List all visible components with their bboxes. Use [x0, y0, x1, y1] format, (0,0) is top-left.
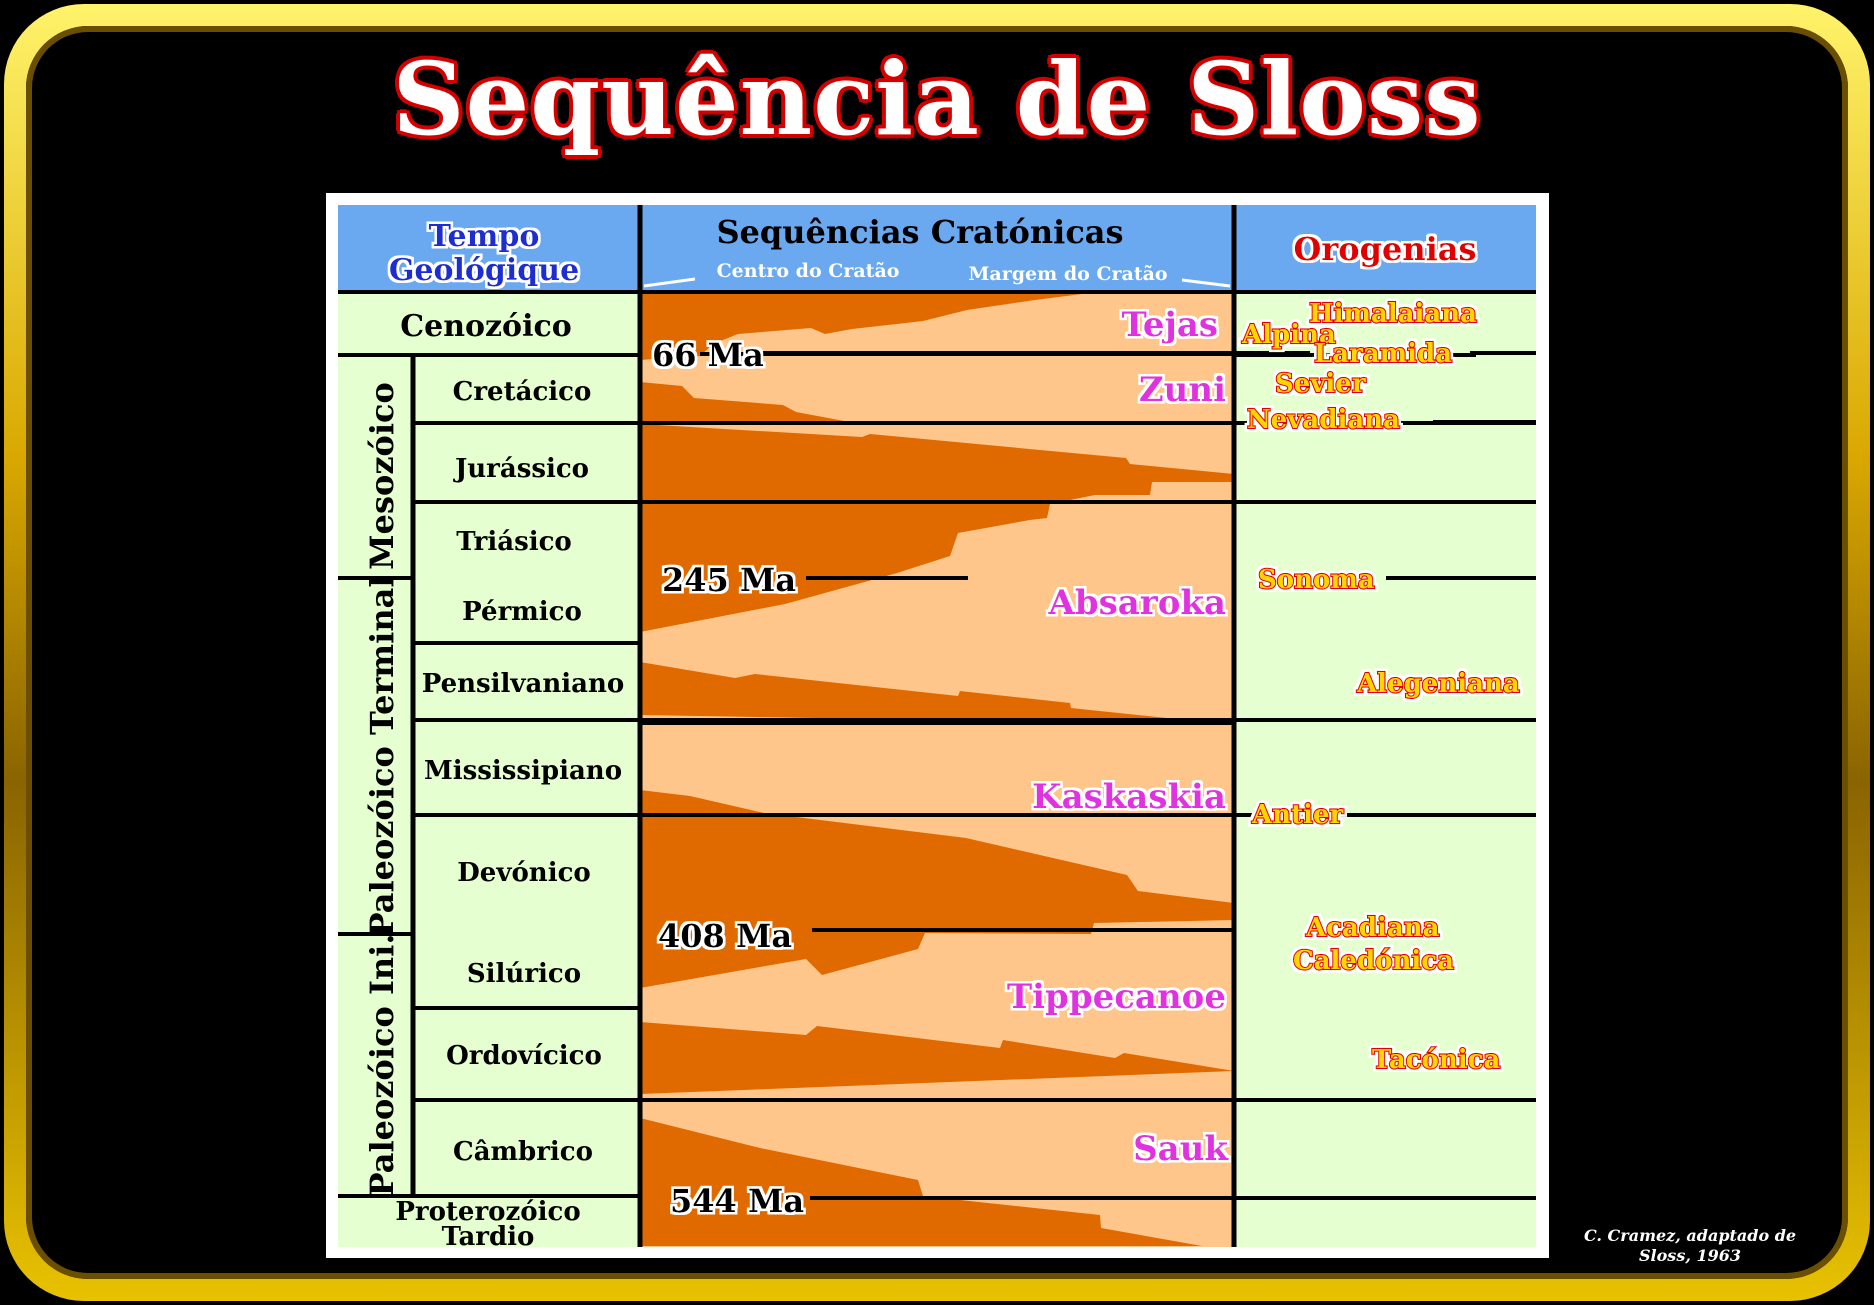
- sequence-absaroka: Absaroka: [1047, 583, 1226, 623]
- sequence-tippecanoe: Tippecanoe: [1007, 977, 1226, 1017]
- header-tempo-line2: Geológique: [389, 253, 579, 288]
- orogeny-alpina: Alpina: [1241, 320, 1336, 350]
- header-accent-lines: [643, 277, 1231, 288]
- era-paleozoico-inicial: Paleozóico Ini.: [363, 934, 401, 1197]
- age-544: 544 Ma: [670, 1182, 804, 1220]
- orogeny-taconica: Tacónica: [1372, 1045, 1500, 1075]
- wedge-kaskaskia: [640, 790, 1234, 988]
- period-devonico: Devónico: [457, 858, 591, 888]
- age-66: 66 Ma: [652, 336, 764, 374]
- header-sequencias: Sequências Cratónicas: [716, 213, 1123, 251]
- sequence-sauk: Sauk: [1133, 1129, 1229, 1169]
- orogeny-sevier: Sevier: [1275, 369, 1366, 399]
- era-mesozoico: Mesozóico: [363, 382, 401, 570]
- orogeny-caledonica: Caledónica: [1293, 946, 1454, 976]
- header-margem: Margem do Cratão: [968, 263, 1167, 285]
- era-paleozoico-terminal: Paleozóico Terminal: [363, 576, 401, 937]
- header-band: [338, 205, 1536, 290]
- header-orogenias: Orogenias: [1294, 230, 1477, 268]
- orogeny-sonoma: Sonoma: [1258, 565, 1375, 595]
- column-dividers: [410, 205, 1237, 1247]
- period-silurico: Silúrico: [467, 959, 581, 989]
- sequence-tejas: Tejas: [1121, 305, 1218, 345]
- orogeny-acadiana: Acadiana: [1305, 913, 1440, 943]
- tempo-column-bg: [338, 290, 640, 1247]
- header-centro: Centro do Cratão: [717, 260, 900, 282]
- era-cenozoico: Cenozóico: [400, 309, 572, 344]
- period-ordovicico: Ordovícico: [446, 1041, 602, 1071]
- period-permico: Pérmico: [462, 597, 582, 627]
- period-cretacico: Cretácico: [453, 377, 592, 407]
- period-cambrico: Câmbrico: [453, 1137, 593, 1167]
- wedge-absaroka-upper: [640, 424, 1234, 632]
- slide-title: Sequência de Sloss: [392, 40, 1482, 158]
- age-408: 408 Ma: [658, 917, 792, 955]
- sequence-kaskaskia: Kaskaskia: [1032, 777, 1226, 817]
- era-proterozoico-line1: Proterozóico: [395, 1197, 580, 1227]
- orogeny-nevadiana: Nevadiana: [1247, 405, 1400, 435]
- era-proterozoico-line2: Tardio: [442, 1222, 535, 1252]
- wedge-tippecanoe: [640, 1022, 1234, 1094]
- wedge-sauk: [640, 1118, 1202, 1246]
- period-triasico: Triásico: [456, 527, 572, 557]
- period-pensilvaniano: Pensilvaniano: [422, 669, 625, 699]
- period-jurassico: Jurássico: [453, 454, 589, 484]
- orogenias-column-bg: [1234, 290, 1536, 1247]
- wedge-zuni: [640, 382, 855, 423]
- age-245: 245 Ma: [662, 561, 796, 599]
- orogeny-himalaiana: Himalaiana: [1309, 299, 1477, 329]
- sequence-zuni: Zuni: [1139, 370, 1226, 410]
- period-mississipiano: Mississipiano: [424, 756, 622, 786]
- credit-text: C. Cramez, adaptado de Sloss, 1963: [1583, 1226, 1797, 1265]
- orogeny-alegeniana: Alegeniana: [1356, 669, 1520, 699]
- wedge-tejas: [640, 294, 1082, 360]
- wedge-absaroka-lower: [640, 662, 1167, 724]
- orogeny-laramida: Laramida: [1314, 339, 1452, 369]
- orogeny-antier: Antier: [1251, 800, 1344, 830]
- header-tempo-line1: Tempo: [429, 219, 540, 254]
